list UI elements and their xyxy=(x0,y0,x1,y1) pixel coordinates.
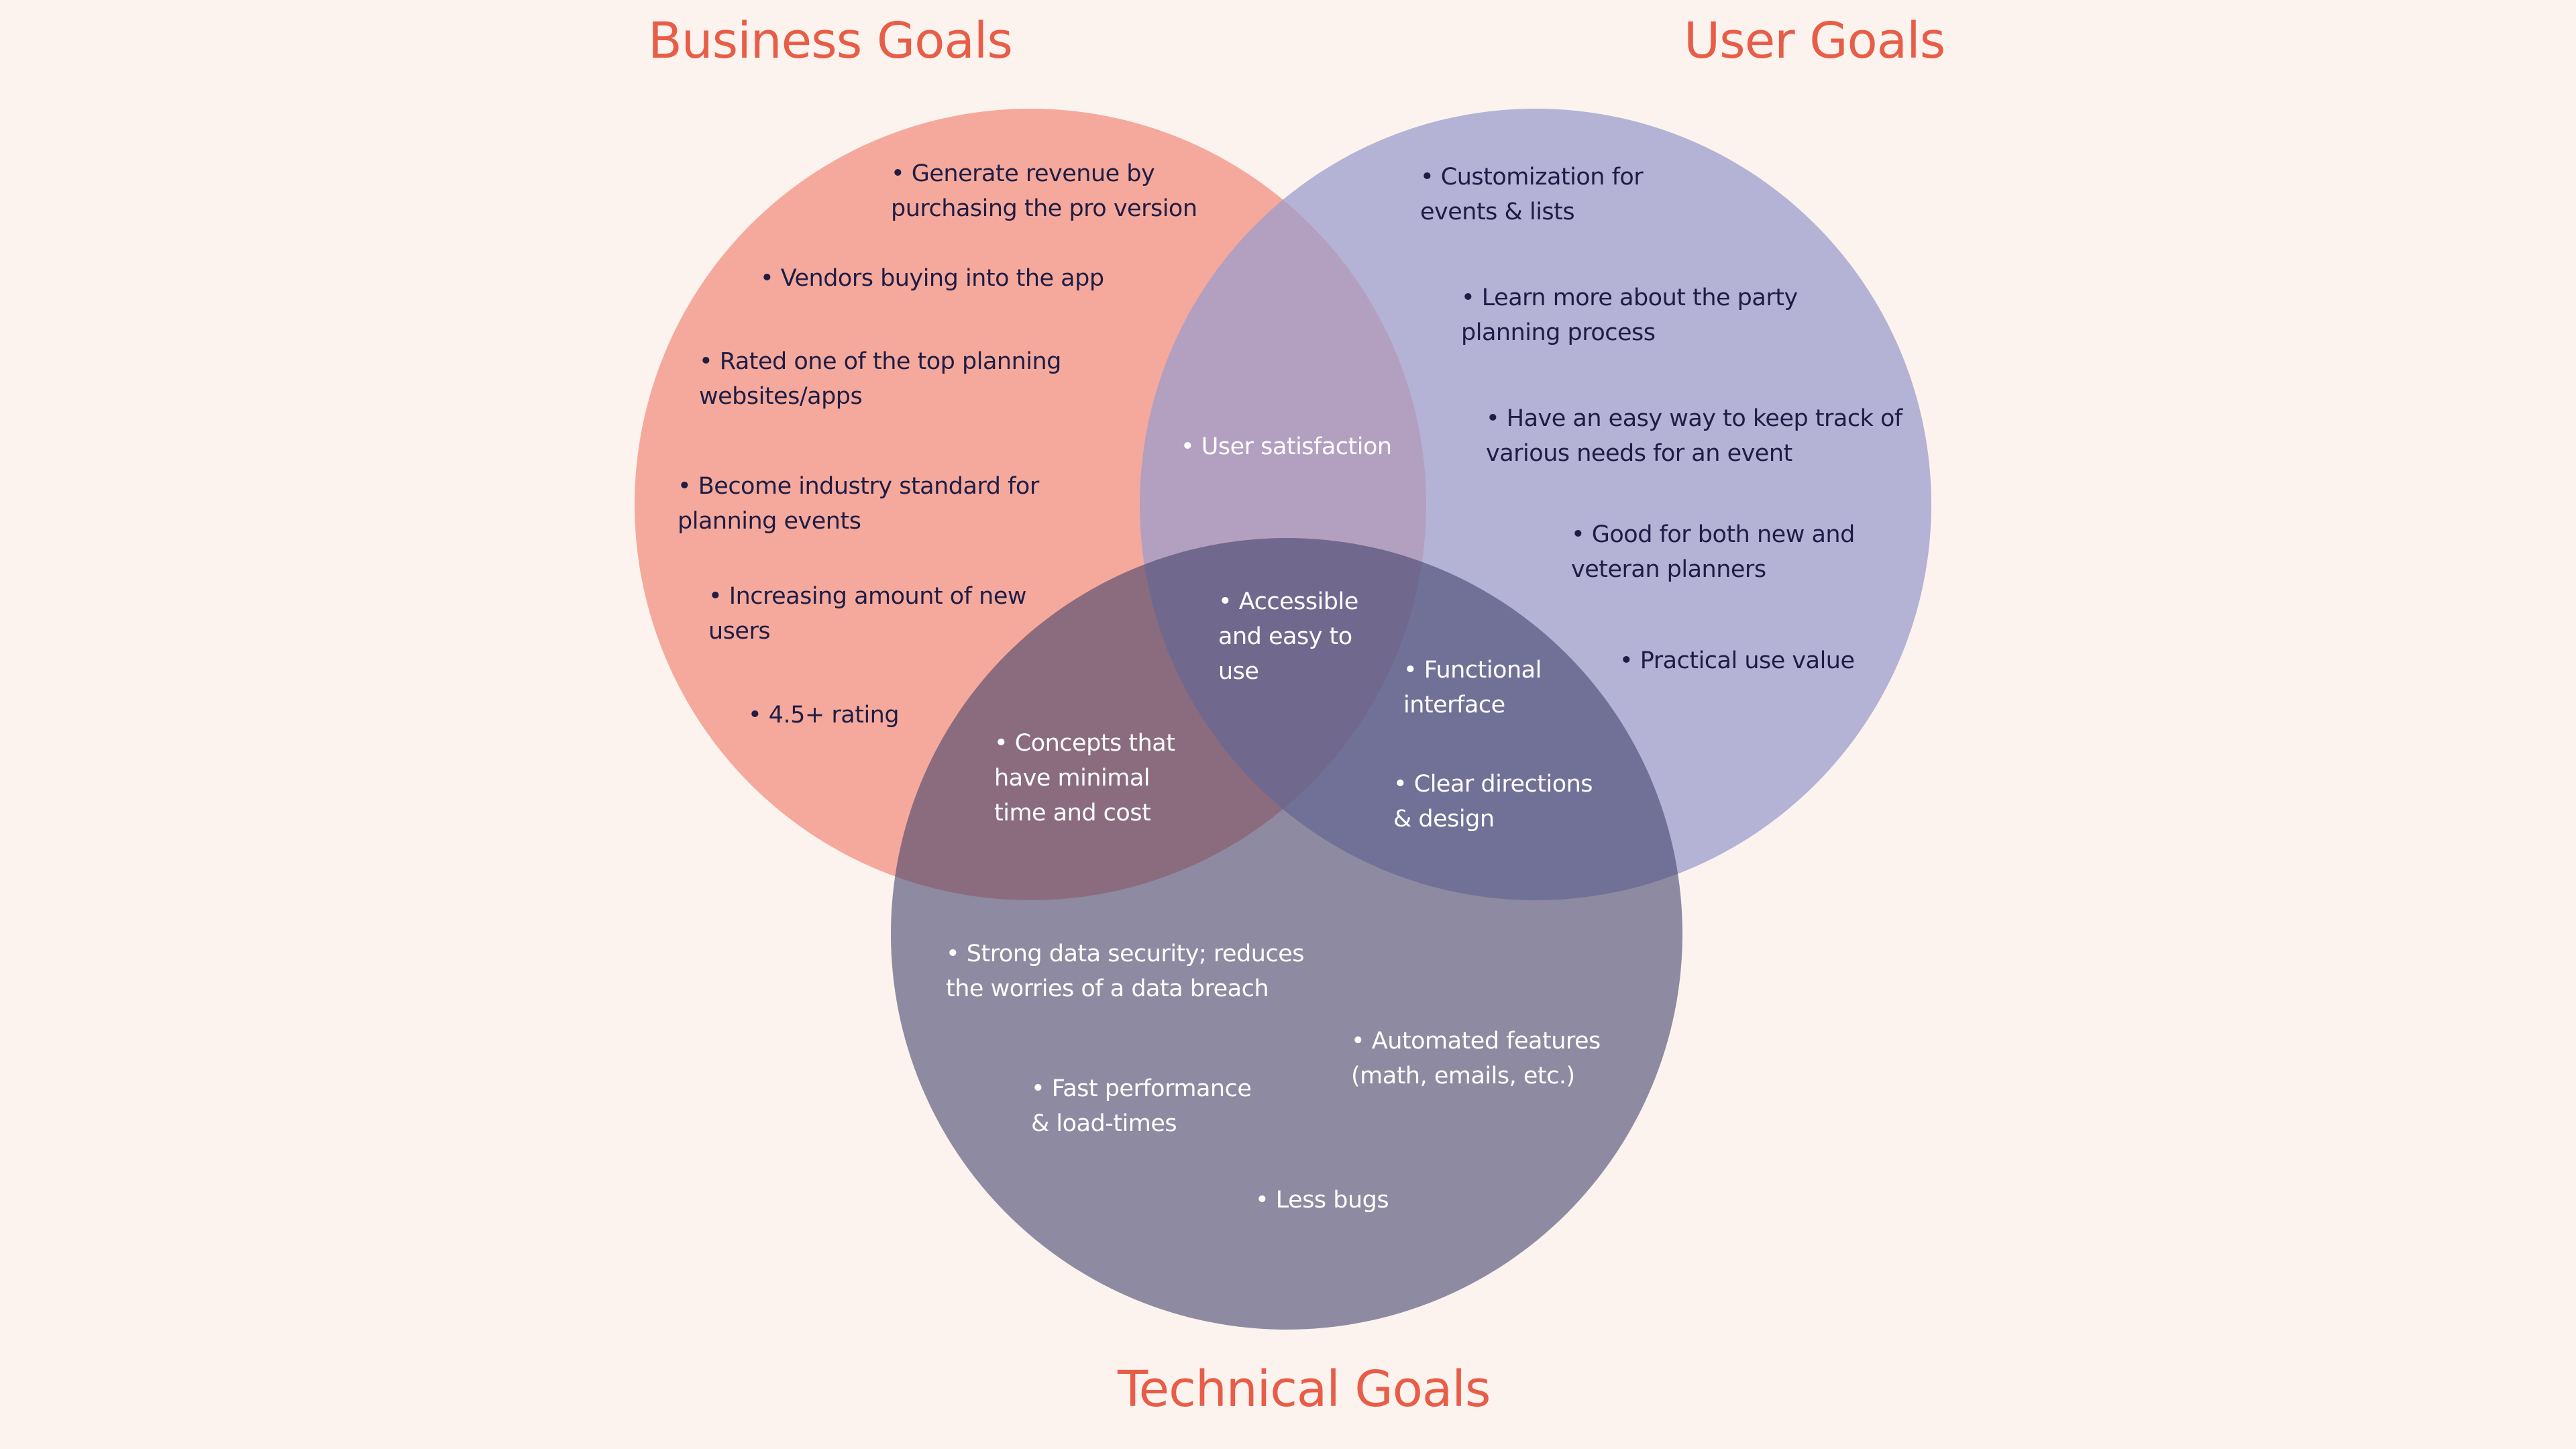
overlap-all-three-item: • Accessible and easy to use xyxy=(1218,588,1358,685)
business-item-revenue: • Generate revenue by purchasing the pro… xyxy=(891,160,1197,222)
overlap-user-technical-item-directions: • Clear directions & design xyxy=(1393,771,1593,833)
technical-item-data-security: • Strong data security; reduces the worr… xyxy=(946,941,1304,1002)
technical-item-less-bugs: • Less bugs xyxy=(1255,1187,1389,1214)
business-item-industry-standard: • Become industry standard for planning … xyxy=(678,473,1039,535)
business-item-rating: • 4.5+ rating xyxy=(748,702,900,729)
overlap-business-user-item: • User satisfaction xyxy=(1181,433,1392,460)
business-item-top-rated: • Rated one of the top planning websites… xyxy=(699,348,1061,410)
user-item-track-needs: • Have an easy way to keep track of vari… xyxy=(1486,405,1902,467)
user-item-learn-process: • Learn more about the party planning pr… xyxy=(1461,284,1798,346)
technical-goals-circle xyxy=(891,538,1682,1330)
technical-item-automated: • Automated features (math, emails, etc.… xyxy=(1351,1028,1601,1089)
business-item-vendors: • Vendors buying into the app xyxy=(760,265,1104,292)
overlap-user-technical-item-functional: • Functional interface xyxy=(1403,657,1542,718)
business-item-new-users: • Increasing amount of new users xyxy=(708,583,1026,645)
user-goals-title: User Goals xyxy=(1684,12,1945,70)
technical-item-performance: • Fast performance & load-times xyxy=(1031,1075,1252,1137)
user-item-new-veteran: • Good for both new and veteran planners xyxy=(1571,521,1855,583)
user-item-customization: • Customization for events & lists xyxy=(1420,164,1644,225)
user-item-practical-value: • Practical use value xyxy=(1619,647,1855,674)
technical-goals-title: Technical Goals xyxy=(1118,1360,1491,1418)
business-goals-title: Business Goals xyxy=(648,12,1013,70)
overlap-business-technical-item: • Concepts that have minimal time and co… xyxy=(994,730,1175,826)
